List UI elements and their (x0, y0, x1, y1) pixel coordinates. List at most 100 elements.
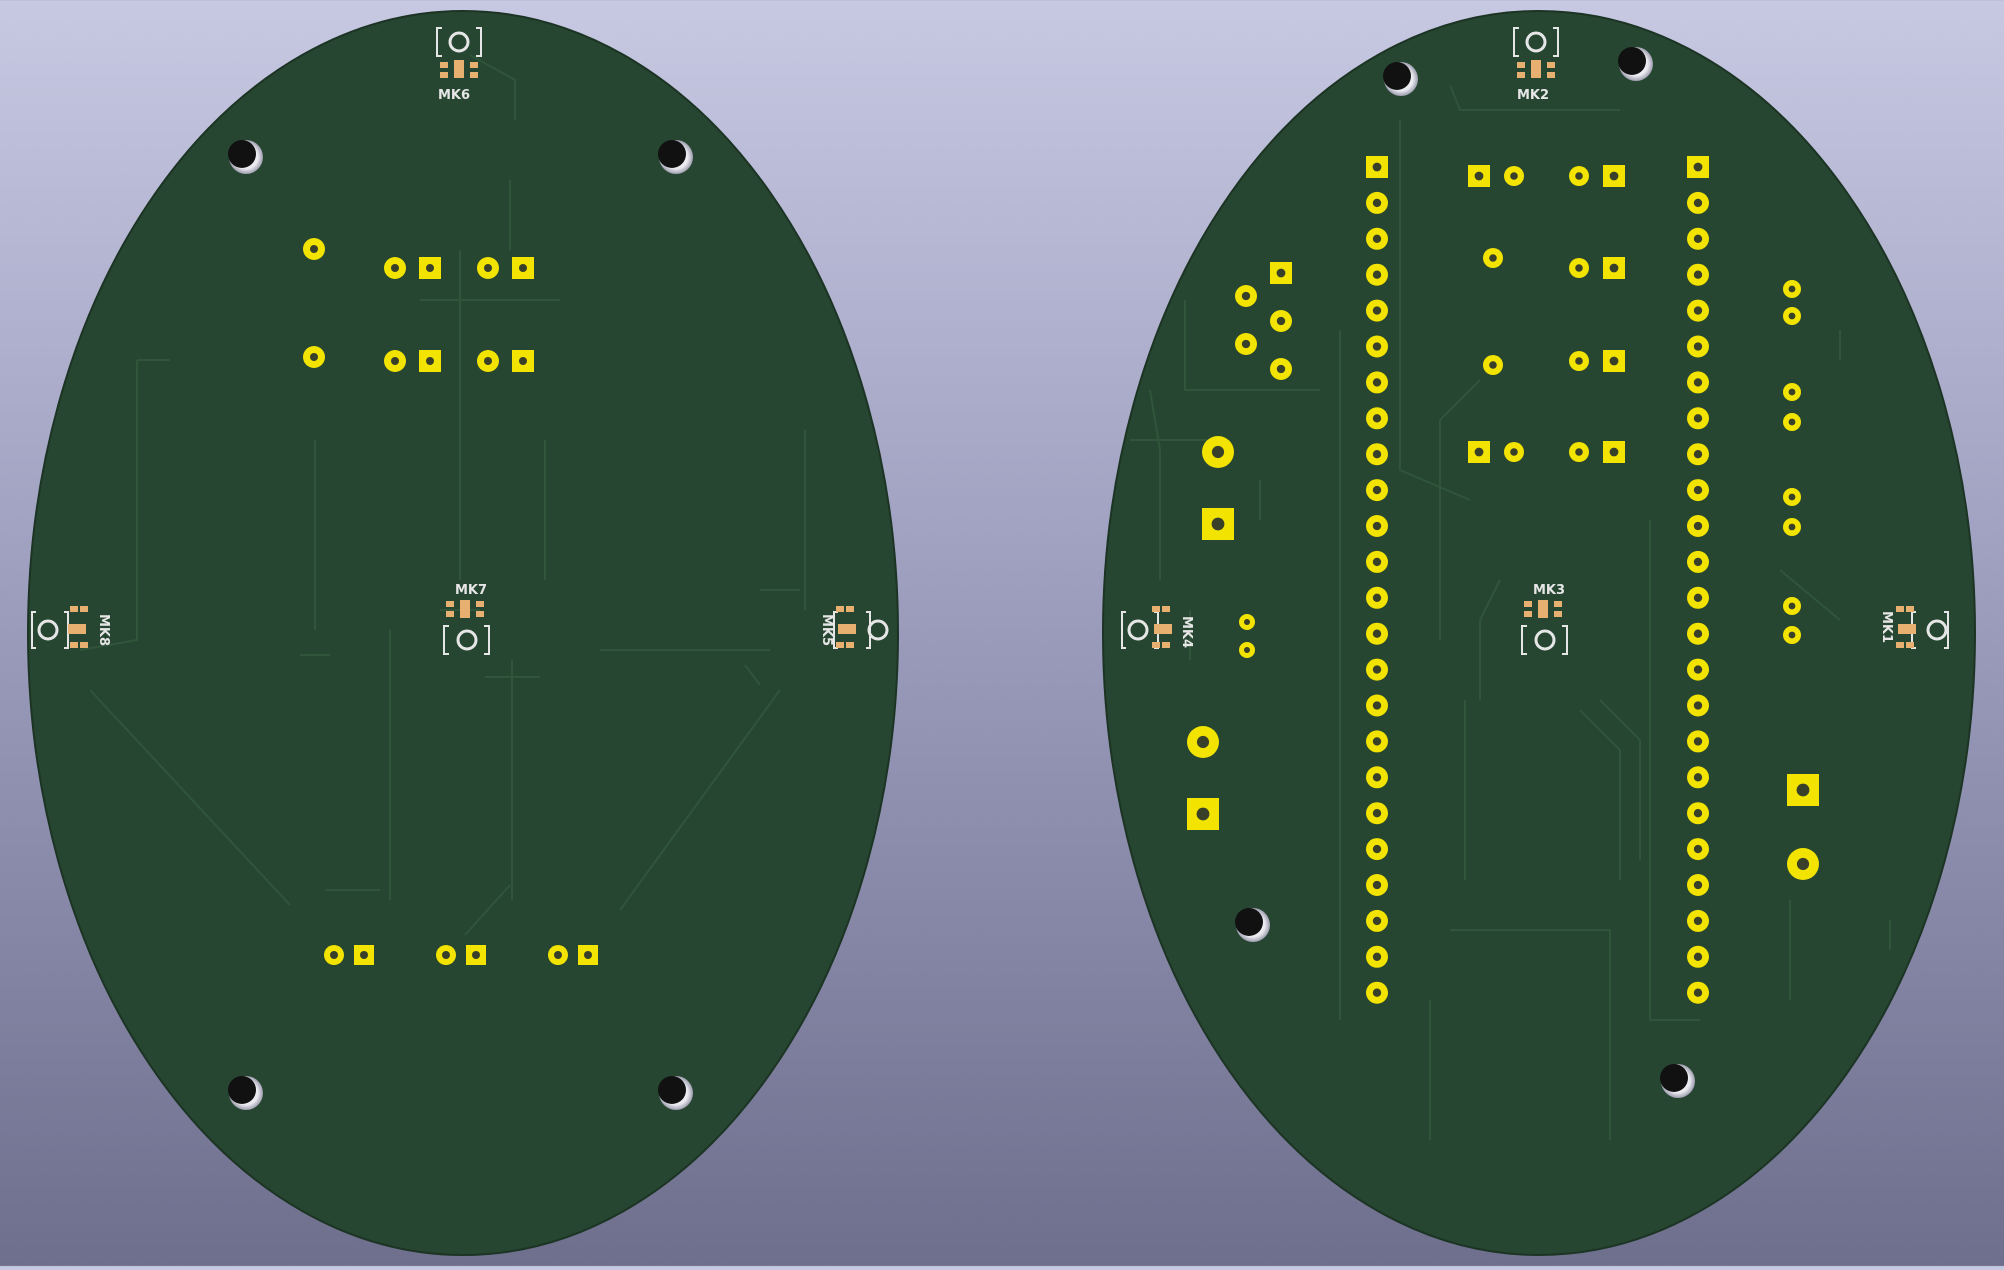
pad-hole (1196, 807, 1210, 821)
pad-hole (1372, 988, 1382, 997)
pad-hole (1693, 701, 1703, 710)
pad-hole (1196, 735, 1210, 749)
left-thru-hole-pads (303, 238, 598, 965)
pad-hole (1243, 646, 1251, 654)
pad-hole (1693, 342, 1703, 351)
pad-hole (1693, 844, 1703, 854)
pad-hole (1372, 737, 1382, 746)
pad-hole (1693, 485, 1703, 495)
pad-hole (1693, 880, 1703, 890)
mk3-label: MK3 (1533, 583, 1565, 598)
pad-hole (1693, 450, 1703, 459)
mk1-label: MK1 (1879, 611, 1894, 643)
mic-mk1 (1896, 606, 1949, 649)
pad-hole (1372, 270, 1382, 279)
pad-hole (1788, 602, 1796, 610)
pad-hole (1788, 523, 1796, 531)
pad-hole (1693, 162, 1703, 172)
pad-hole (1796, 857, 1810, 871)
pad-hole (1693, 988, 1703, 997)
pad-hole (1693, 557, 1703, 567)
left-traces (79, 54, 806, 936)
mic-mk6 (436, 27, 482, 78)
pad-hole (1372, 378, 1382, 387)
pad-hole (1788, 631, 1796, 639)
pad-hole (1693, 234, 1703, 243)
pad-hole (1276, 316, 1286, 326)
mic-mk2 (1513, 27, 1559, 78)
pad-hole (1372, 306, 1382, 315)
mk4-label: MK4 (1179, 616, 1194, 648)
pad-hole (1241, 339, 1251, 349)
pad-hole (1372, 342, 1382, 351)
pad-hole (1693, 521, 1703, 531)
pad-hole (1489, 361, 1497, 369)
pad-hole (1609, 171, 1619, 181)
pad-hole (1693, 306, 1703, 315)
pad-hole (1372, 880, 1382, 890)
mk5-label: MK5 (819, 614, 834, 646)
pad-hole (1372, 234, 1382, 243)
right-thru-hole-pads (1187, 156, 1819, 1004)
pad-hole (1372, 414, 1382, 423)
pad-hole (1372, 198, 1382, 208)
pad-hole (1211, 517, 1225, 531)
mic-mk7 (443, 600, 490, 655)
pad-hole (1372, 665, 1382, 674)
pad-hole (1372, 809, 1382, 818)
pad-hole (1211, 445, 1225, 459)
pad-hole (1241, 291, 1251, 301)
mk8-label: MK8 (96, 614, 111, 646)
pad-hole (1372, 485, 1382, 495)
pad-hole (1693, 809, 1703, 818)
pad-hole (1788, 285, 1796, 293)
pad-hole (1693, 773, 1703, 782)
pad-hole (1372, 844, 1382, 854)
pad-hole (1489, 254, 1497, 262)
pad-hole (1693, 414, 1703, 423)
pad-hole (1510, 172, 1518, 180)
pad-hole (1372, 701, 1382, 710)
mic-mk8 (31, 606, 88, 649)
pad-hole (1693, 593, 1703, 602)
pad-hole (1693, 198, 1703, 208)
pad-hole (1474, 447, 1484, 457)
pad-hole (1276, 364, 1286, 374)
left-pcb-board: MK6 MK7 MK8 MK5 (27, 10, 899, 1256)
mic-mk5 (833, 606, 889, 649)
mic-mk4 (1121, 606, 1172, 649)
pad-hole (1693, 378, 1703, 387)
pad-hole (1609, 447, 1619, 457)
pad-hole (1575, 448, 1583, 456)
right-traces (1130, 84, 1891, 1140)
right-pcb-board: MK2 MK3 MK4 MK1 (1102, 10, 1976, 1256)
pad-hole (1372, 916, 1382, 926)
left-mounting-holes (228, 140, 693, 1110)
mk6-label: MK6 (438, 88, 470, 103)
pad-hole (1372, 162, 1382, 172)
pad-hole (1693, 737, 1703, 746)
pad-hole (1693, 665, 1703, 674)
pad-hole (1788, 312, 1796, 320)
pad-hole (1510, 448, 1518, 456)
pad-hole (1372, 773, 1382, 782)
pad-hole (1693, 952, 1703, 961)
pad-hole (1575, 357, 1583, 365)
pad-hole (1372, 557, 1382, 567)
pad-hole (1474, 171, 1484, 181)
pad-hole (1372, 521, 1382, 531)
mic-mk3 (1521, 600, 1568, 655)
pad-hole (1276, 268, 1286, 278)
pad-hole (1372, 629, 1382, 638)
pad-hole (1243, 618, 1251, 626)
pad-hole (1609, 263, 1619, 273)
pad-hole (1693, 916, 1703, 926)
mk2-label: MK2 (1517, 88, 1549, 103)
pad-hole (1693, 629, 1703, 638)
pad-hole (1796, 783, 1810, 797)
pad-hole (1372, 450, 1382, 459)
pad-hole (1788, 418, 1796, 426)
right-mounting-holes (1235, 47, 1695, 1098)
